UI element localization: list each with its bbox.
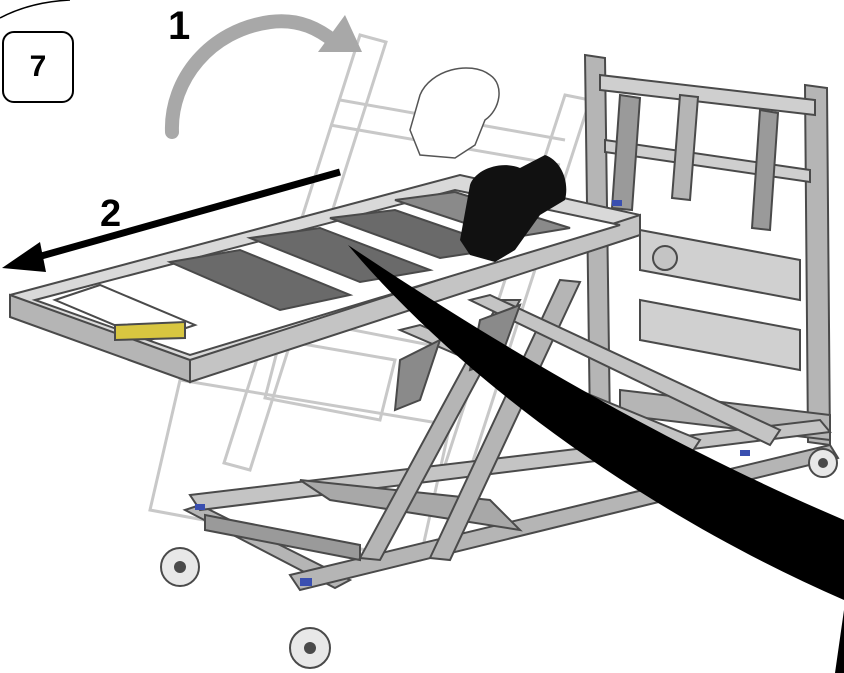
sweep-arrow-tip [835,610,844,673]
headboard-frame [583,53,832,447]
caster-wheel-front-right [289,627,331,669]
sweep-arrow-icon [348,245,844,600]
curved-arrow-head [318,15,362,52]
caster-wheel-rear-right [808,448,838,478]
caster-wheel-rear [652,245,678,271]
step-2-label: 2 [100,193,122,235]
step-1-label: 1 [168,4,191,48]
step-number-badge: 7 [2,31,74,103]
gloved-hand-outline-icon [409,67,500,159]
blue-clips [195,200,750,586]
corner-arc [0,0,71,19]
straight-arrow-head [2,242,46,272]
curved-arrow-icon [164,14,342,139]
caster-wheel-front-left [160,547,200,587]
gloved-hand-icon [460,155,567,262]
straight-arrow-icon [19,168,341,266]
